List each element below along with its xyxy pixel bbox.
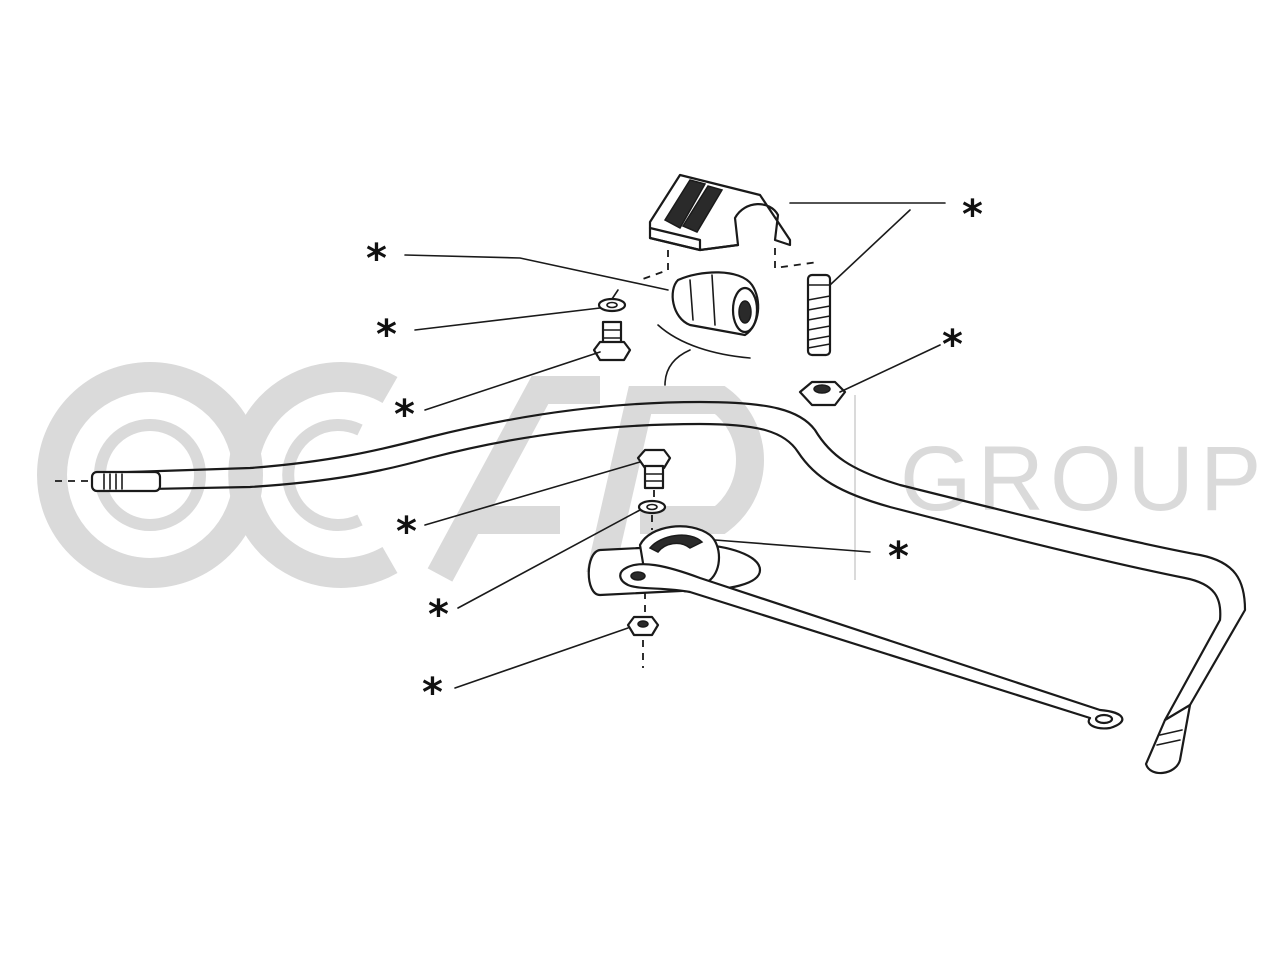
stabilizer-bar [55, 400, 1247, 774]
callout-washer-lower: * [428, 592, 449, 638]
bolt-lower [636, 448, 672, 490]
callout-washer-upper: * [376, 312, 397, 358]
callout-clamp-link: * [888, 534, 909, 580]
rubber-bushing [657, 271, 760, 386]
hex-nut-lower [626, 615, 660, 637]
bolt-upper [592, 320, 632, 362]
lower-clamp-link [587, 525, 1124, 730]
leader-lines [404, 202, 946, 689]
assembly-line-clamp-left [639, 250, 669, 281]
clamp-bracket [648, 173, 792, 252]
logo-group-text: GROUP [900, 428, 1267, 530]
hex-nut-upper [798, 380, 847, 407]
ocap-logo-watermark: GROUP [37, 362, 1267, 588]
callout-markers: * * * * * * * * * [366, 192, 983, 716]
callout-clamp: * [962, 192, 983, 238]
logo-c-ring [228, 362, 398, 588]
callout-nut-upper: * [942, 322, 963, 368]
callout-bolt-lower: * [396, 509, 417, 555]
bar-right-threaded-end [1144, 703, 1192, 774]
callout-nut-lower: * [422, 670, 443, 716]
assembly-line-clamp-right [774, 248, 819, 270]
threaded-stud [806, 273, 832, 357]
callout-bolt-upper: * [394, 392, 415, 438]
bar-left-threaded-end [55, 470, 162, 493]
spring-washer-lower [637, 499, 667, 515]
logo-a-shape [427, 376, 600, 582]
logo-p-shape [586, 386, 764, 579]
spring-washer-upper [597, 289, 627, 313]
callout-bushing: * [366, 236, 387, 282]
